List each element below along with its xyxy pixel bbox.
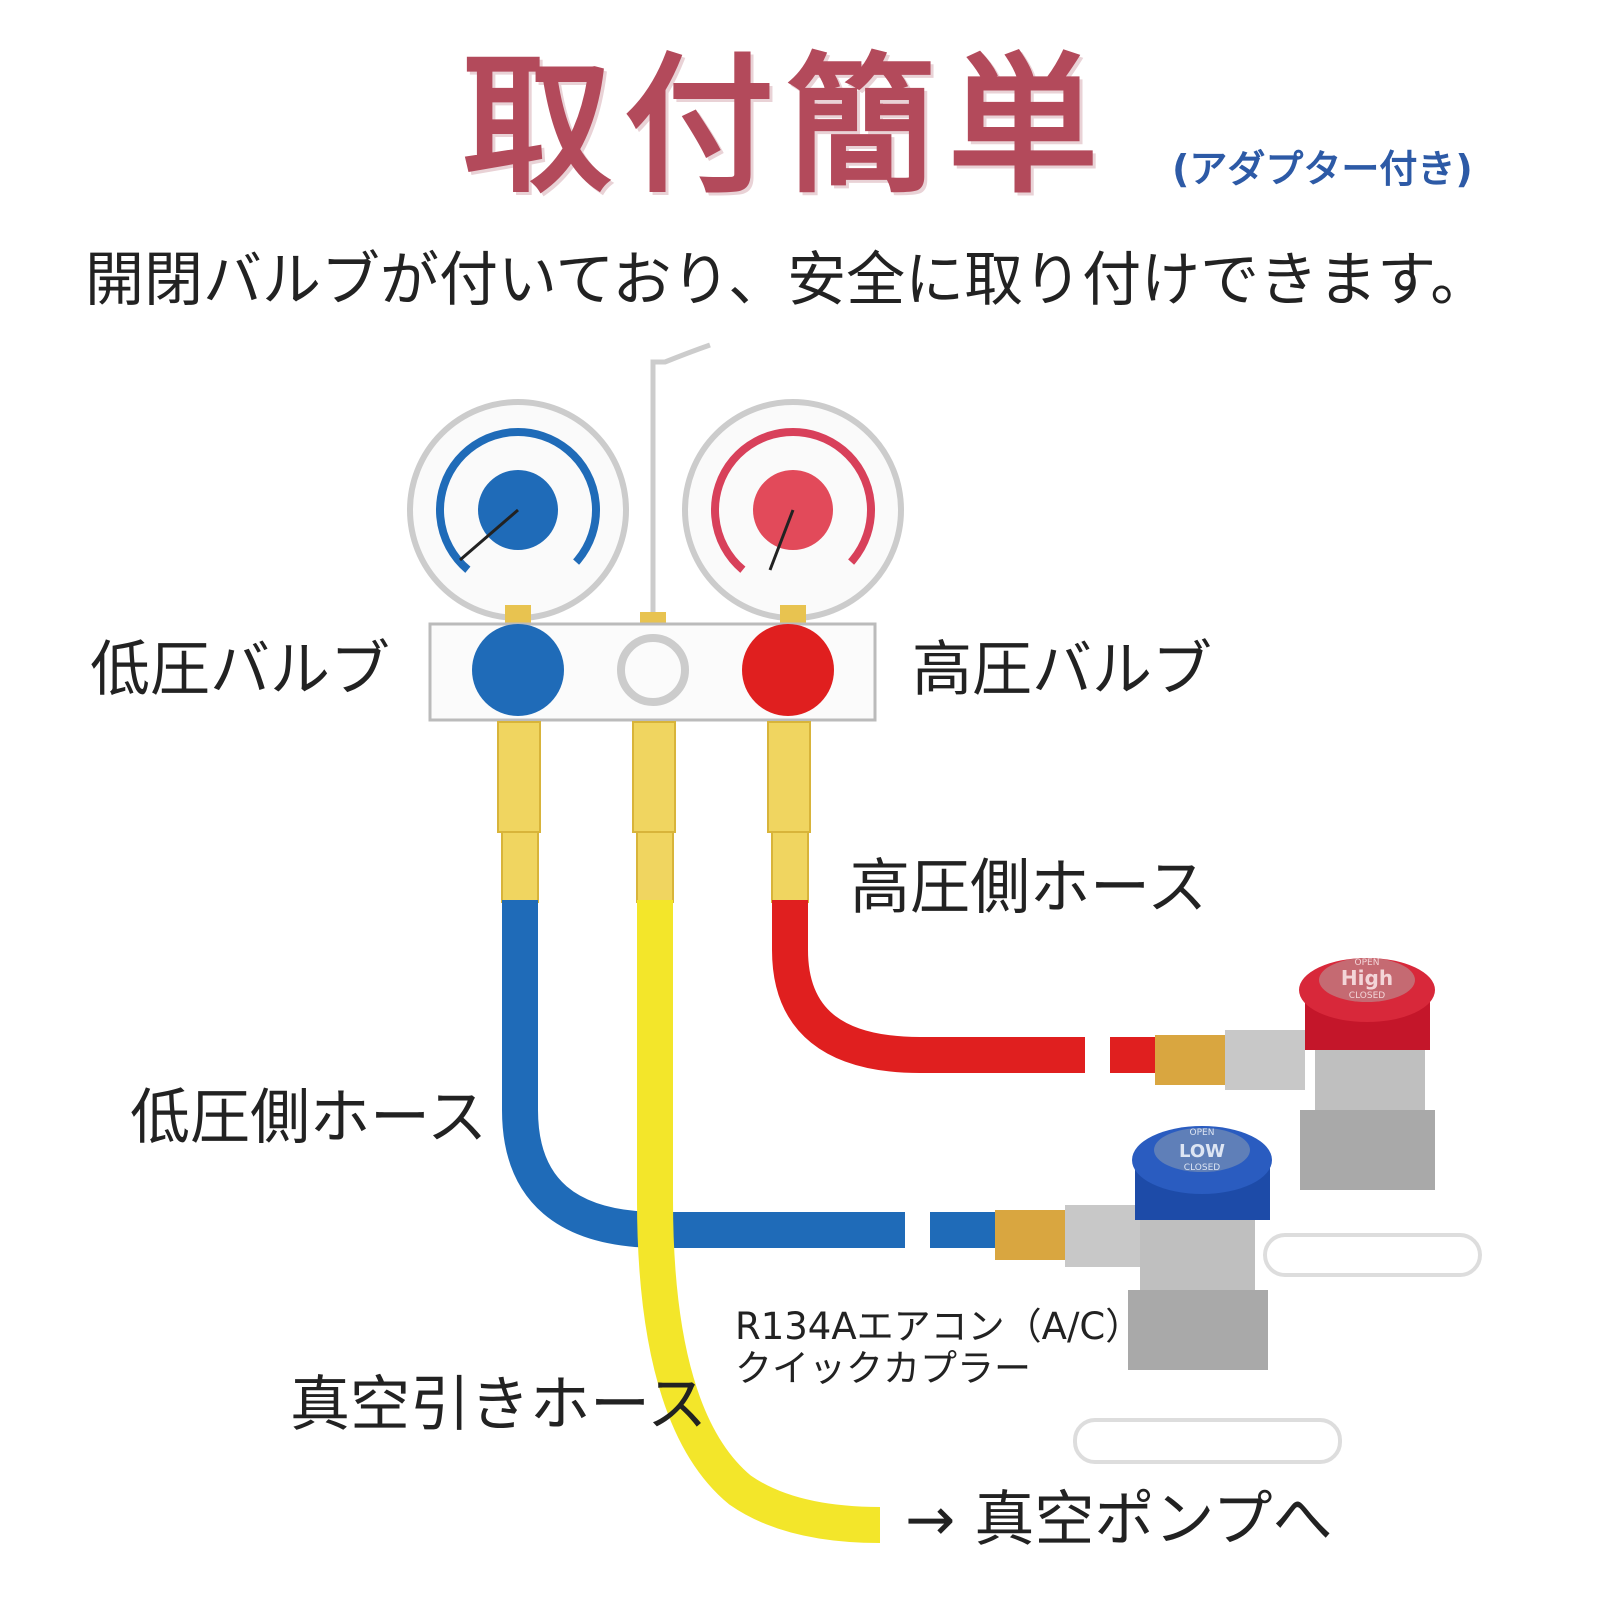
- high-side-coupler: OPEN High CLOSED: [1155, 958, 1482, 1277]
- high-side-hose: [772, 900, 1085, 1073]
- high-pressure-gauge: [682, 399, 904, 621]
- page-title: 取付簡単: [462, 40, 1111, 214]
- lead-text: 開閉バルブが付いており、安全に取り付けできます。: [85, 245, 1490, 314]
- coupler-label-line1: R134Aエアコン（A/C）: [735, 1305, 1143, 1348]
- low-side-hose: [502, 900, 905, 1248]
- high-open-mark: OPEN: [1355, 958, 1380, 968]
- subtitle: (アダプター付き): [1172, 147, 1473, 191]
- high-valve-knob: [742, 624, 834, 716]
- vacuum-hose-label: 真空引きホース: [290, 1370, 707, 1440]
- low-pressure-gauge: [407, 399, 629, 621]
- coupler-label-line2: クイックカプラー: [735, 1347, 1031, 1390]
- vacuum-hose: [637, 900, 881, 1543]
- high-valve-label: 高圧バルブ: [912, 635, 1212, 705]
- low-valve-knob: [472, 624, 564, 716]
- low-hose-label: 低圧側ホース: [130, 1083, 487, 1153]
- low-open-mark: OPEN: [1190, 1128, 1215, 1138]
- low-closed-mark: CLOSED: [1184, 1163, 1220, 1173]
- high-hose-label: 高圧側ホース: [850, 853, 1207, 923]
- high-knob-label: High: [1341, 966, 1393, 990]
- hanging-hook: [650, 342, 711, 620]
- low-side-coupler: OPEN LOW CLOSED: [995, 1126, 1342, 1464]
- low-valve-label: 低圧バルブ: [90, 635, 390, 705]
- low-knob-label: LOW: [1179, 1141, 1225, 1162]
- center-port: [617, 634, 689, 706]
- to-vacuum-pump-label: → 真空ポンプへ: [905, 1485, 1333, 1555]
- high-closed-mark: CLOSED: [1349, 991, 1385, 1001]
